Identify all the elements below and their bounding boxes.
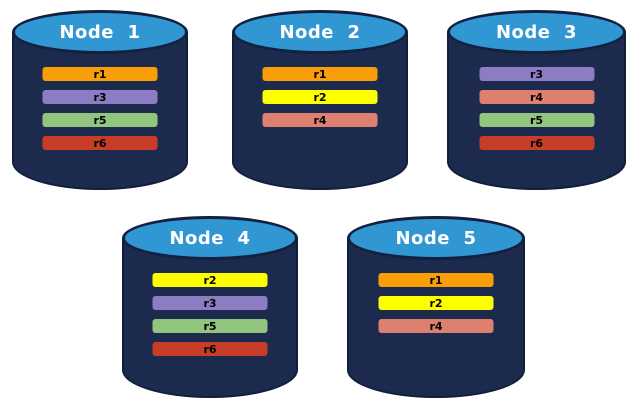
replica-bar: r2: [262, 90, 378, 104]
replica-label: r4: [313, 113, 327, 127]
replica-bar: r5: [152, 319, 268, 333]
replica-bar: r1: [262, 67, 378, 81]
node-label: Node 4: [169, 227, 251, 249]
replica-bar: r2: [378, 296, 494, 310]
replica-bar: r1: [378, 273, 494, 287]
replica-label: r4: [429, 319, 443, 333]
replica-label: r6: [93, 136, 107, 150]
replica-bar: r3: [479, 67, 594, 81]
replica-list: r2 r3 r5 r6: [152, 273, 268, 356]
replica-label: r3: [203, 296, 217, 310]
replica-bar: r3: [42, 90, 158, 104]
cylinder-body: [122, 238, 298, 398]
cylinder-body: [12, 32, 188, 190]
replica-bar: r4: [378, 319, 494, 333]
node-4: Node 4 r2 r3 r5 r6: [122, 216, 298, 398]
replica-label: r3: [93, 90, 107, 104]
replica-list: r1 r3 r5 r6: [42, 67, 158, 150]
replica-bar: r2: [152, 273, 268, 287]
replica-label: r2: [313, 90, 327, 104]
replica-label: r6: [203, 342, 217, 356]
replica-bar: r4: [262, 113, 378, 127]
cylinder-body: [447, 32, 626, 190]
replica-bar: r1: [42, 67, 158, 81]
replica-label: r2: [429, 296, 443, 310]
replica-bar: r5: [479, 113, 594, 127]
replica-list: r1 r2 r4: [262, 67, 378, 127]
node-label: Node 3: [495, 21, 578, 43]
replica-bar: r5: [42, 113, 158, 127]
replica-bar: r6: [479, 136, 594, 150]
replica-bar: r6: [42, 136, 158, 150]
node-5: Node 5 r1 r2 r4: [347, 216, 525, 398]
replica-label: r3: [529, 67, 544, 81]
cylinder-top: Node 5: [347, 216, 525, 260]
replica-label: r5: [93, 113, 107, 127]
node-label: Node 2: [279, 21, 361, 43]
cylinder-top: Node 2: [232, 10, 408, 54]
cylinder-body: [232, 32, 408, 190]
replica-label: r1: [93, 67, 107, 81]
replica-label: r1: [429, 273, 443, 287]
cylinder-top: Node 3: [447, 10, 626, 54]
node-1: Node 1 r1 r3 r5 r6: [12, 10, 188, 190]
cylinder-top: Node 4: [122, 216, 298, 260]
replica-bar: r4: [479, 90, 594, 104]
node-3: Node 3 r3 r4 r5 r6: [447, 10, 626, 190]
cylinder-body: [347, 238, 525, 398]
node-label: Node 1: [59, 21, 141, 43]
replica-label: r2: [203, 273, 217, 287]
replica-label: r6: [529, 136, 544, 150]
replica-bar: r6: [152, 342, 268, 356]
replica-bar: r3: [152, 296, 268, 310]
replica-label: r1: [313, 67, 327, 81]
node-2: Node 2 r1 r2 r4: [232, 10, 408, 190]
replica-label: r5: [529, 113, 544, 127]
replica-label: r4: [529, 90, 544, 104]
node-label: Node 5: [395, 227, 477, 249]
replica-list: r3 r4 r5 r6: [479, 67, 594, 150]
replica-list: r1 r2 r4: [378, 273, 494, 333]
replica-label: r5: [203, 319, 217, 333]
cylinder-top: Node 1: [12, 10, 188, 54]
